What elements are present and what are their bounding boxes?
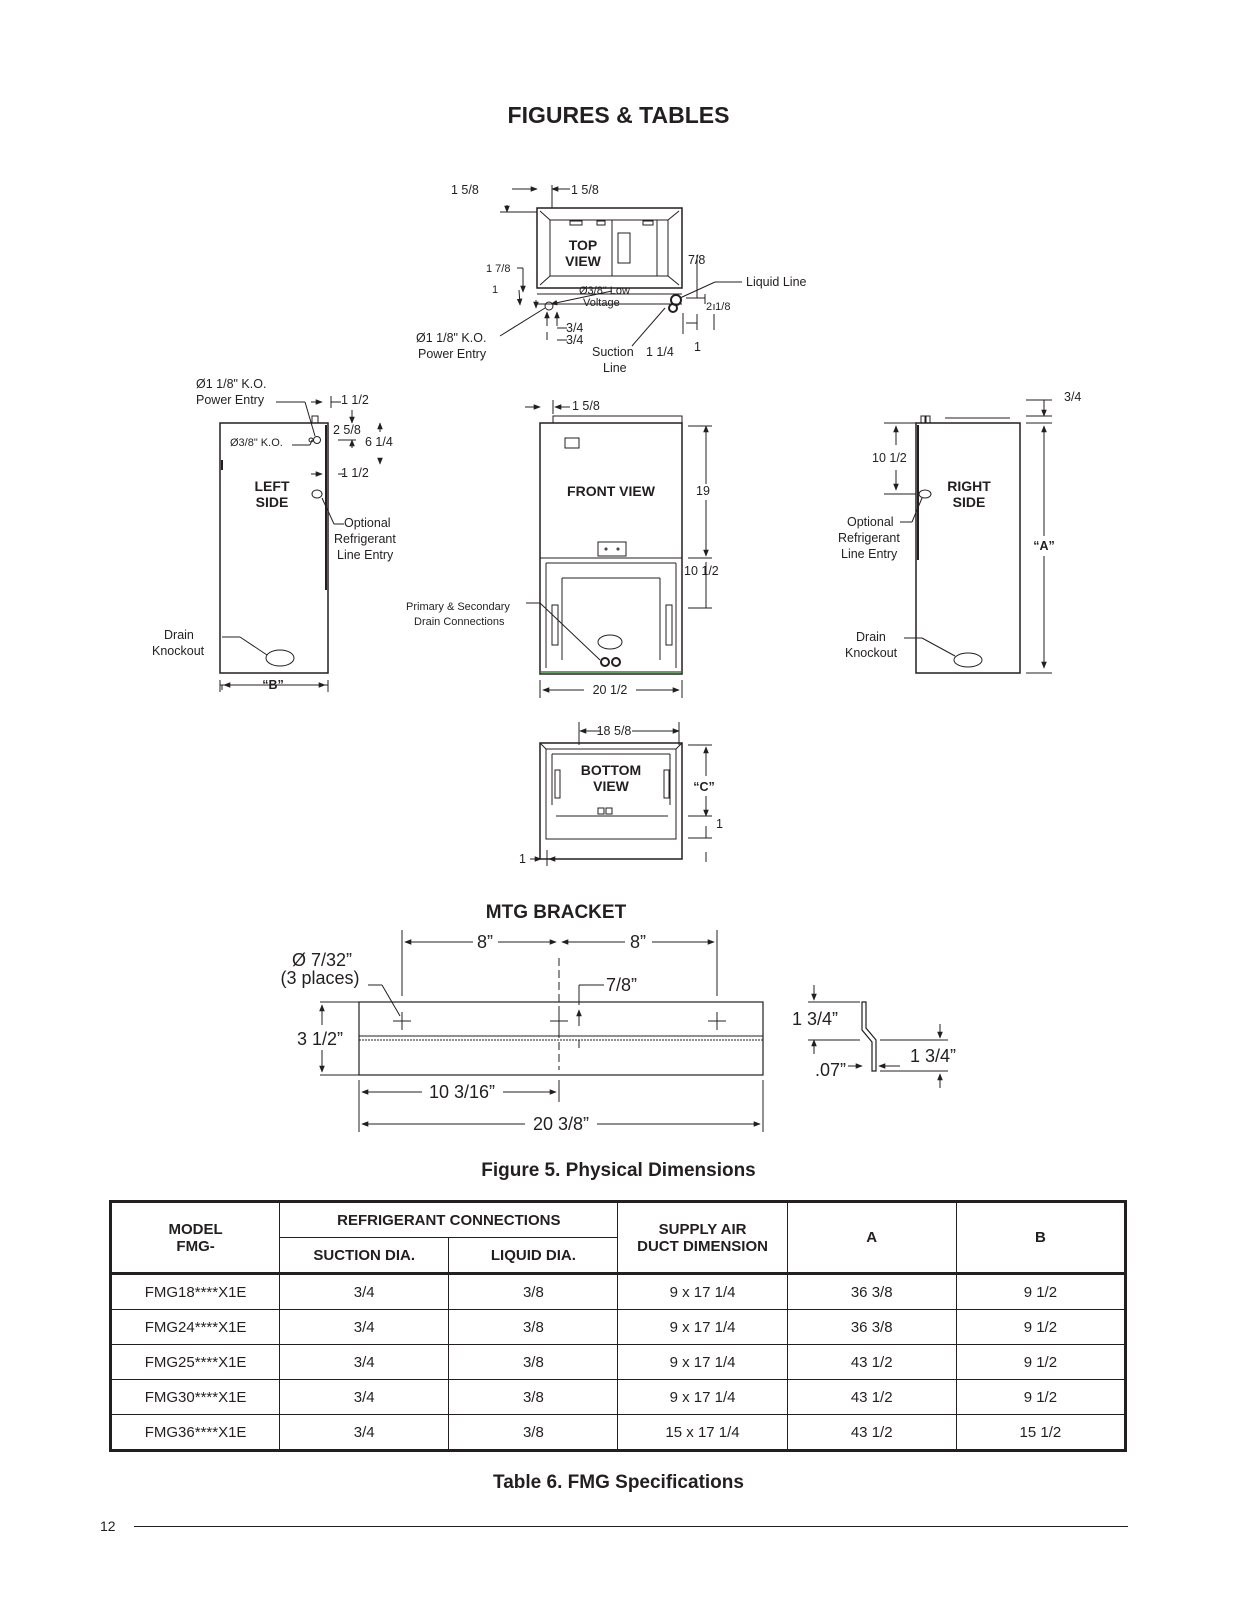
header-suction: SUCTION DIA. bbox=[279, 1237, 450, 1274]
dim-label: 8” bbox=[630, 932, 646, 952]
page-number: 12 bbox=[100, 1518, 116, 1534]
callout-label: Primary & Secondary bbox=[406, 601, 510, 613]
dim-label: 2 1/8 bbox=[706, 301, 730, 313]
dim-label: 1 5/8 bbox=[451, 183, 479, 197]
view-label: SIDE bbox=[953, 494, 986, 510]
callout-label: Drain bbox=[164, 628, 194, 642]
dim-label: 10 1/2 bbox=[684, 564, 719, 578]
dim-label: 1 5/8 bbox=[572, 399, 600, 413]
right-side-view bbox=[884, 399, 1052, 674]
callout-label: Drain Connections bbox=[414, 616, 505, 628]
dim-label: “A” bbox=[1033, 539, 1055, 553]
callout-label: Ø1 1/8" K.O. bbox=[196, 377, 266, 391]
dim-label: 7/8” bbox=[606, 975, 637, 995]
callout-label: Optional bbox=[344, 516, 391, 530]
dim-label: 10 3/16” bbox=[429, 1082, 495, 1102]
table-row: FMG36****X1E 3/4 3/8 15 x 17 1/4 43 1/2 … bbox=[109, 1414, 1127, 1451]
callout-label: Knockout bbox=[152, 644, 205, 658]
mounting-bracket bbox=[319, 930, 948, 1132]
dim-label: 1 1/4 bbox=[646, 345, 674, 359]
table-caption: Table 6. FMG Specifications bbox=[493, 1472, 744, 1493]
dim-label: 1 3/4” bbox=[792, 1009, 838, 1029]
callout-label: Ø3/8" Low bbox=[579, 285, 630, 297]
dim-label: 3 1/2” bbox=[297, 1029, 343, 1049]
top-view bbox=[499, 185, 742, 347]
table-row: FMG24****X1E 3/4 3/8 9 x 17 1/4 36 3/8 9… bbox=[109, 1309, 1127, 1345]
view-label: SIDE bbox=[256, 494, 289, 510]
dim-label: 1 bbox=[716, 817, 723, 831]
dim-label: 1 1/2 bbox=[341, 393, 369, 407]
callout-label: Ø 7/32” bbox=[292, 950, 352, 970]
callout-label: Knockout bbox=[845, 646, 898, 660]
header-supply-air: SUPPLY AIR DUCT DIMENSION bbox=[617, 1201, 788, 1274]
header-b: B bbox=[955, 1201, 1127, 1274]
dim-label: 2 5/8 bbox=[333, 423, 361, 437]
header-a: A bbox=[786, 1201, 957, 1274]
page-title: FIGURES & TABLES bbox=[507, 102, 730, 128]
physical-dimensions-drawing: 1 5/8 1 5/8 TOP VIEW 1 7/8 1 7/8 Liquid … bbox=[152, 183, 1081, 1134]
callout-label: Voltage bbox=[583, 297, 620, 309]
table-row: FMG30****X1E 3/4 3/8 9 x 17 1/4 43 1/2 9… bbox=[109, 1379, 1127, 1415]
header-liquid: LIQUID DIA. bbox=[448, 1237, 619, 1274]
header-refrigerant: REFRIGERANT CONNECTIONS bbox=[279, 1201, 619, 1238]
table-row: FMG25****X1E 3/4 3/8 9 x 17 1/4 43 1/2 9… bbox=[109, 1344, 1127, 1380]
view-label: RIGHT bbox=[947, 478, 991, 494]
dim-label: 1 bbox=[519, 852, 526, 866]
left-side-view bbox=[219, 396, 383, 692]
dim-label: 3/4 bbox=[566, 333, 583, 347]
dim-label: 3/4 bbox=[1064, 390, 1081, 404]
dim-label: 3/4 bbox=[566, 321, 583, 335]
dim-label: 1 bbox=[694, 340, 701, 354]
dim-label: 10 1/2 bbox=[872, 451, 907, 465]
callout-label: Liquid Line bbox=[746, 275, 807, 289]
dim-label: “B” bbox=[262, 678, 284, 692]
callout-label: Power Entry bbox=[418, 347, 487, 361]
dim-label: 6 1/4 bbox=[365, 435, 393, 449]
table-row: FMG18****X1E 3/4 3/8 9 x 17 1/4 36 3/8 9… bbox=[109, 1273, 1127, 1310]
view-label: LEFT bbox=[255, 478, 290, 494]
dim-label: 20 1/2 bbox=[593, 683, 628, 697]
bracket-title: MTG BRACKET bbox=[486, 902, 627, 923]
callout-label: Line Entry bbox=[337, 548, 394, 562]
header-model: MODEL FMG- bbox=[109, 1201, 281, 1274]
dim-label: 1 7/8 bbox=[486, 263, 510, 275]
dim-label: 1 bbox=[492, 284, 498, 296]
dim-label: 1 1/2 bbox=[341, 466, 369, 480]
callout-label: Ø3/8" K.O. bbox=[230, 437, 283, 449]
callout-label: Optional bbox=[847, 515, 894, 529]
drawing-labels: 1 5/8 1 5/8 TOP VIEW 1 7/8 1 7/8 Liquid … bbox=[152, 183, 1081, 1134]
view-label: FRONT VIEW bbox=[567, 483, 656, 499]
callout-label: Power Entry bbox=[196, 393, 265, 407]
dim-label: 18 5/8 bbox=[597, 724, 632, 738]
callout-label: Suction bbox=[592, 345, 634, 359]
callout-label: Drain bbox=[856, 630, 886, 644]
view-label: VIEW bbox=[565, 253, 602, 269]
callout-label: (3 places) bbox=[280, 968, 359, 988]
front-view bbox=[525, 400, 712, 698]
bottom-view bbox=[530, 722, 712, 866]
dim-label: 1 3/4” bbox=[910, 1046, 956, 1066]
figure-caption: Figure 5. Physical Dimensions bbox=[481, 1160, 756, 1181]
dim-label: 8” bbox=[477, 932, 493, 952]
view-label: VIEW bbox=[593, 778, 630, 794]
dim-label: “C” bbox=[693, 780, 715, 794]
dim-label: 19 bbox=[696, 484, 710, 498]
view-label: BOTTOM bbox=[581, 762, 641, 778]
fmg-spec-table: MODEL FMG- REFRIGERANT CONNECTIONS SUPPL… bbox=[109, 1200, 1127, 1452]
footer-rule bbox=[134, 1526, 1128, 1527]
dim-label: 1 5/8 bbox=[571, 183, 599, 197]
callout-label: Refrigerant bbox=[334, 532, 396, 546]
view-label: TOP bbox=[569, 237, 598, 253]
callout-label: Ø1 1/8" K.O. bbox=[416, 331, 486, 345]
callout-label: Refrigerant bbox=[838, 531, 900, 545]
dim-label: .07” bbox=[815, 1060, 846, 1080]
dim-label: 20 3/8” bbox=[533, 1114, 589, 1134]
dim-label: 7/8 bbox=[688, 253, 705, 267]
callout-label: Line bbox=[603, 361, 627, 375]
callout-label: Line Entry bbox=[841, 547, 898, 561]
